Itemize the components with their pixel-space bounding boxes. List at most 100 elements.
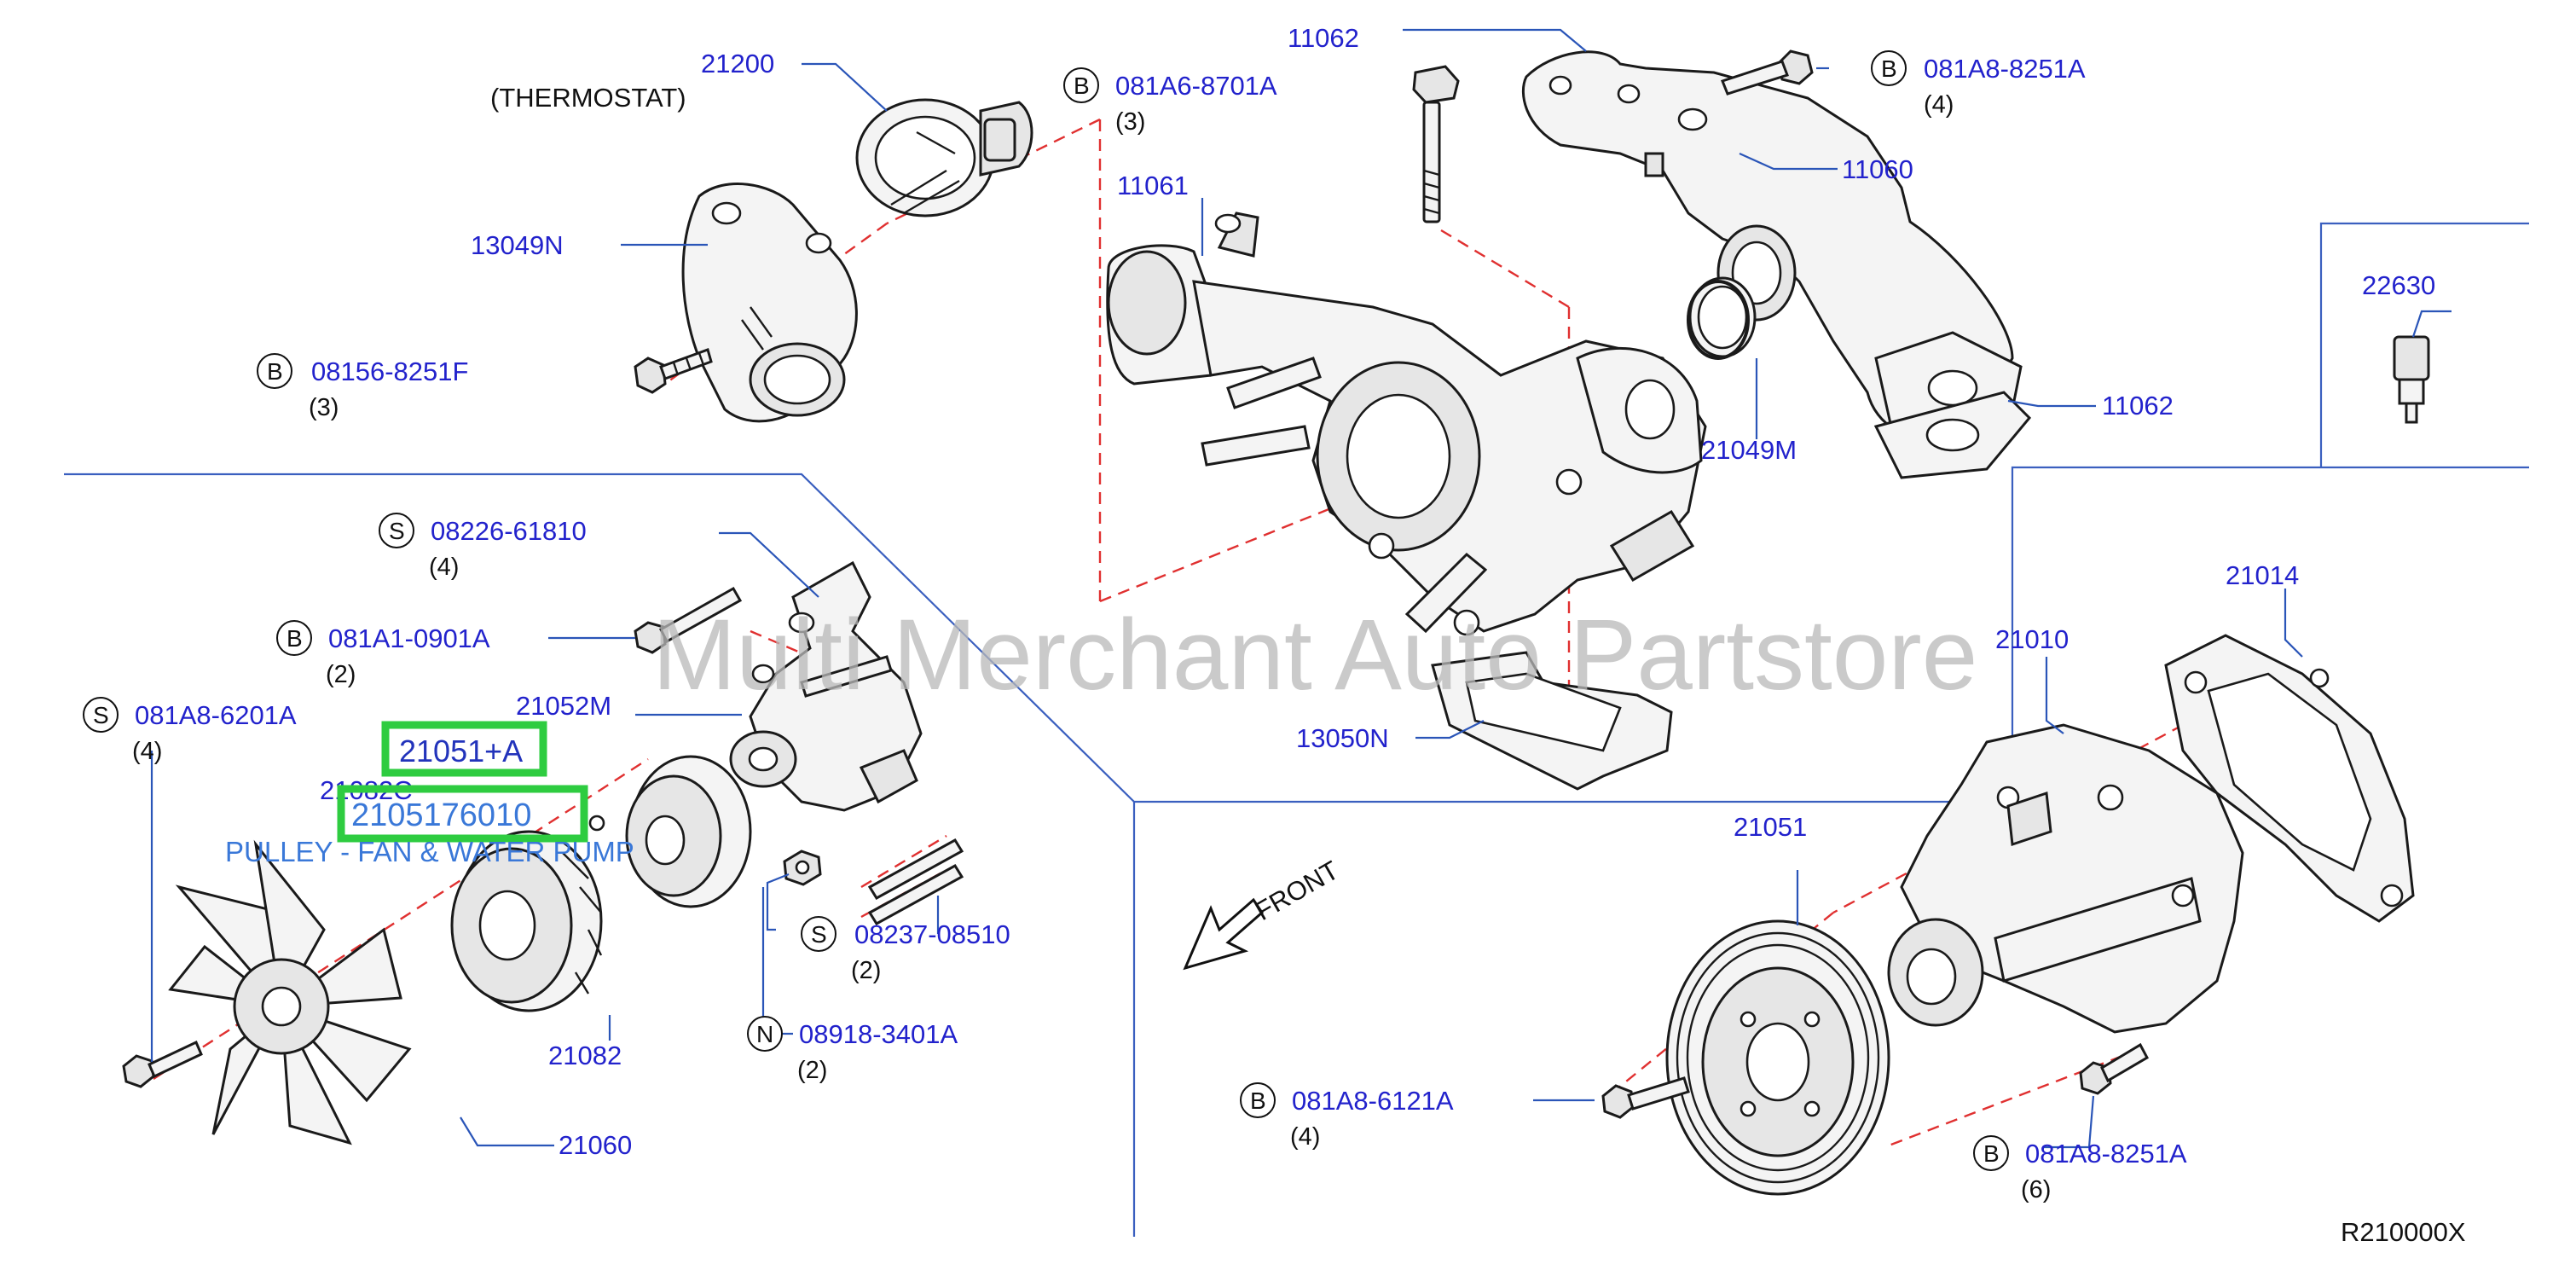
callout-21010[interactable]: 21010 bbox=[1995, 624, 2069, 654]
studs-08237-illustration bbox=[867, 838, 964, 926]
callout-08918-3401A[interactable]: N 08918-3401A (2) bbox=[747, 1016, 958, 1084]
front-direction-arrow: FRONT bbox=[1183, 855, 1344, 971]
callout-21014[interactable]: 21014 bbox=[2226, 560, 2299, 590]
callout-11060[interactable]: 11060 bbox=[1842, 154, 1913, 184]
badge-letter: B bbox=[1881, 55, 1897, 82]
badge-letter: B bbox=[1074, 72, 1090, 99]
stud-08226-illustration bbox=[800, 655, 893, 698]
part-number: 11062 bbox=[1288, 23, 1359, 53]
part-number: 081A1-0901A bbox=[328, 623, 490, 653]
water-inlet-pipe-illustration bbox=[1521, 50, 2023, 445]
bolt-081A1-illustration bbox=[634, 586, 743, 654]
callout-21060[interactable]: 21060 bbox=[559, 1130, 632, 1160]
badge-circle bbox=[1871, 50, 1907, 86]
part-quantity: (2) bbox=[797, 1057, 827, 1084]
part-number: 081A8-8251A bbox=[1924, 54, 2086, 84]
callout-21200[interactable]: 21200 (THERMOSTAT) bbox=[490, 49, 774, 113]
bolt-081A8-6121A-illustration bbox=[1601, 1076, 1690, 1119]
callout-22630[interactable]: 22630 bbox=[2362, 270, 2435, 300]
callout-11062-lower[interactable]: 11062 bbox=[2102, 391, 2174, 420]
part-quantity: (2) bbox=[851, 957, 881, 984]
callout-21052M[interactable]: 21052M bbox=[516, 691, 611, 721]
part-number: 21052M bbox=[516, 691, 611, 721]
callout-21051[interactable]: 21051 bbox=[1734, 812, 1807, 842]
badge-circle bbox=[379, 513, 414, 548]
part-number: 081A8-8251A bbox=[2025, 1139, 2187, 1169]
highlight-caption: PULLEY - FAN & WATER PUMP bbox=[225, 836, 634, 867]
badge-letter: S bbox=[389, 518, 405, 544]
callout-08156-8251F[interactable]: B 08156-8251F (3) bbox=[257, 353, 468, 421]
part-number: 21049M bbox=[1701, 435, 1797, 465]
part-number: 21010 bbox=[1995, 624, 2069, 654]
part-number: 08918-3401A bbox=[799, 1019, 958, 1049]
diagram-code: R210000X bbox=[2341, 1217, 2466, 1247]
gasket-11062-illustration bbox=[1873, 391, 2032, 479]
part-number: 11061 bbox=[1117, 171, 1189, 200]
highlight-2105176010[interactable]: 2105176010 bbox=[337, 785, 588, 843]
temperature-sensor-22630-illustration bbox=[2393, 335, 2430, 424]
nut-08918-illustration bbox=[783, 850, 822, 886]
callout-08226-61810[interactable]: S 08226-61810 (4) bbox=[379, 513, 587, 581]
callout-081A8-8251A-top[interactable]: B 081A8-8251A (4) bbox=[1871, 50, 2086, 119]
part-number: 081A6-8701A bbox=[1115, 71, 1277, 101]
gasket-13050N-illustration bbox=[1431, 651, 1673, 791]
part-number: 11060 bbox=[1842, 154, 1913, 184]
part-quantity: (4) bbox=[132, 738, 162, 765]
bolt-081A8-8251A-lower-illustration bbox=[2079, 1042, 2150, 1095]
badge-letter: B bbox=[1983, 1140, 2000, 1167]
part-quantity: (3) bbox=[309, 394, 339, 421]
callout-13050N[interactable]: 13050N bbox=[1296, 723, 1389, 753]
thermostat-housing-illustration bbox=[681, 183, 858, 423]
callout-081A1-0901A[interactable]: B 081A1-0901A (2) bbox=[276, 620, 490, 688]
part-number: 21082 bbox=[548, 1041, 622, 1070]
leader-lines bbox=[150, 28, 2452, 1149]
bolt-081A8-6201A-illustration bbox=[122, 1040, 203, 1088]
bolt-081A6-illustration bbox=[1412, 65, 1460, 223]
water-pump-pulley-illustration bbox=[1665, 919, 1890, 1196]
part-number: 22630 bbox=[2362, 270, 2435, 300]
callout-081A8-6201A[interactable]: S 081A8-6201A (4) bbox=[83, 697, 297, 765]
part-number: 081A8-6201A bbox=[135, 700, 297, 730]
water-pump-illustration bbox=[1887, 723, 2244, 1034]
badge-letter: N bbox=[756, 1021, 773, 1047]
part-quantity: (4) bbox=[1924, 91, 1954, 119]
part-quantity: (4) bbox=[429, 554, 459, 581]
idler-pulley-illustration bbox=[588, 755, 752, 908]
part-quantity: (3) bbox=[1115, 108, 1145, 136]
highlight-box bbox=[337, 785, 588, 843]
callout-11061[interactable]: 11061 bbox=[1117, 171, 1189, 200]
watermark: Multi Merchant Auto Partstore bbox=[652, 599, 1977, 711]
fan-coupling-illustration bbox=[450, 830, 603, 1012]
highlight-21051-A[interactable]: 21051+A bbox=[381, 721, 547, 777]
part-number: 08226-61810 bbox=[431, 516, 587, 546]
part-number: 081A8-6121A bbox=[1292, 1086, 1454, 1116]
part-number: 13049N bbox=[471, 230, 564, 260]
callout-081A8-6121A[interactable]: B 081A8-6121A (4) bbox=[1240, 1082, 1454, 1151]
badge-circle bbox=[83, 697, 119, 733]
badge-letter: B bbox=[267, 358, 283, 385]
callout-08237-08510[interactable]: S 08237-08510 (2) bbox=[801, 916, 1010, 984]
front-label: FRONT bbox=[1250, 855, 1344, 926]
part-number: 11062 bbox=[2102, 391, 2174, 420]
water-pump-gasket-illustration bbox=[2164, 634, 2415, 923]
callout-11062-top[interactable]: 11062 bbox=[1288, 23, 1359, 53]
bolt-081A8-top-illustration bbox=[1721, 49, 1814, 96]
cooling-fan-illustration bbox=[168, 839, 412, 1145]
part-number: 08237-08510 bbox=[854, 919, 1010, 949]
callout-081A6-8701A[interactable]: B 081A6-8701A (3) bbox=[1063, 67, 1277, 136]
part-quantity: (4) bbox=[1290, 1123, 1320, 1151]
highlight-box bbox=[381, 721, 547, 777]
callout-13049N[interactable]: 13049N bbox=[471, 230, 564, 260]
highlight-text: 2105176010 bbox=[351, 797, 531, 833]
callout-21082[interactable]: 21082 bbox=[548, 1041, 622, 1070]
callout-21049M[interactable]: 21049M bbox=[1701, 435, 1797, 465]
callout-081A8-8251A-lower[interactable]: B 081A8-8251A (6) bbox=[1973, 1135, 2187, 1203]
thermostat-illustration bbox=[855, 98, 1033, 217]
part-number: 21051 bbox=[1734, 812, 1807, 842]
part-number: 21014 bbox=[2226, 560, 2299, 590]
badge-letter: B bbox=[1250, 1087, 1266, 1114]
water-outlet-housing-illustration bbox=[1106, 212, 1707, 636]
bolt-08156-illustration bbox=[634, 348, 713, 394]
badge-letter: B bbox=[287, 625, 303, 652]
